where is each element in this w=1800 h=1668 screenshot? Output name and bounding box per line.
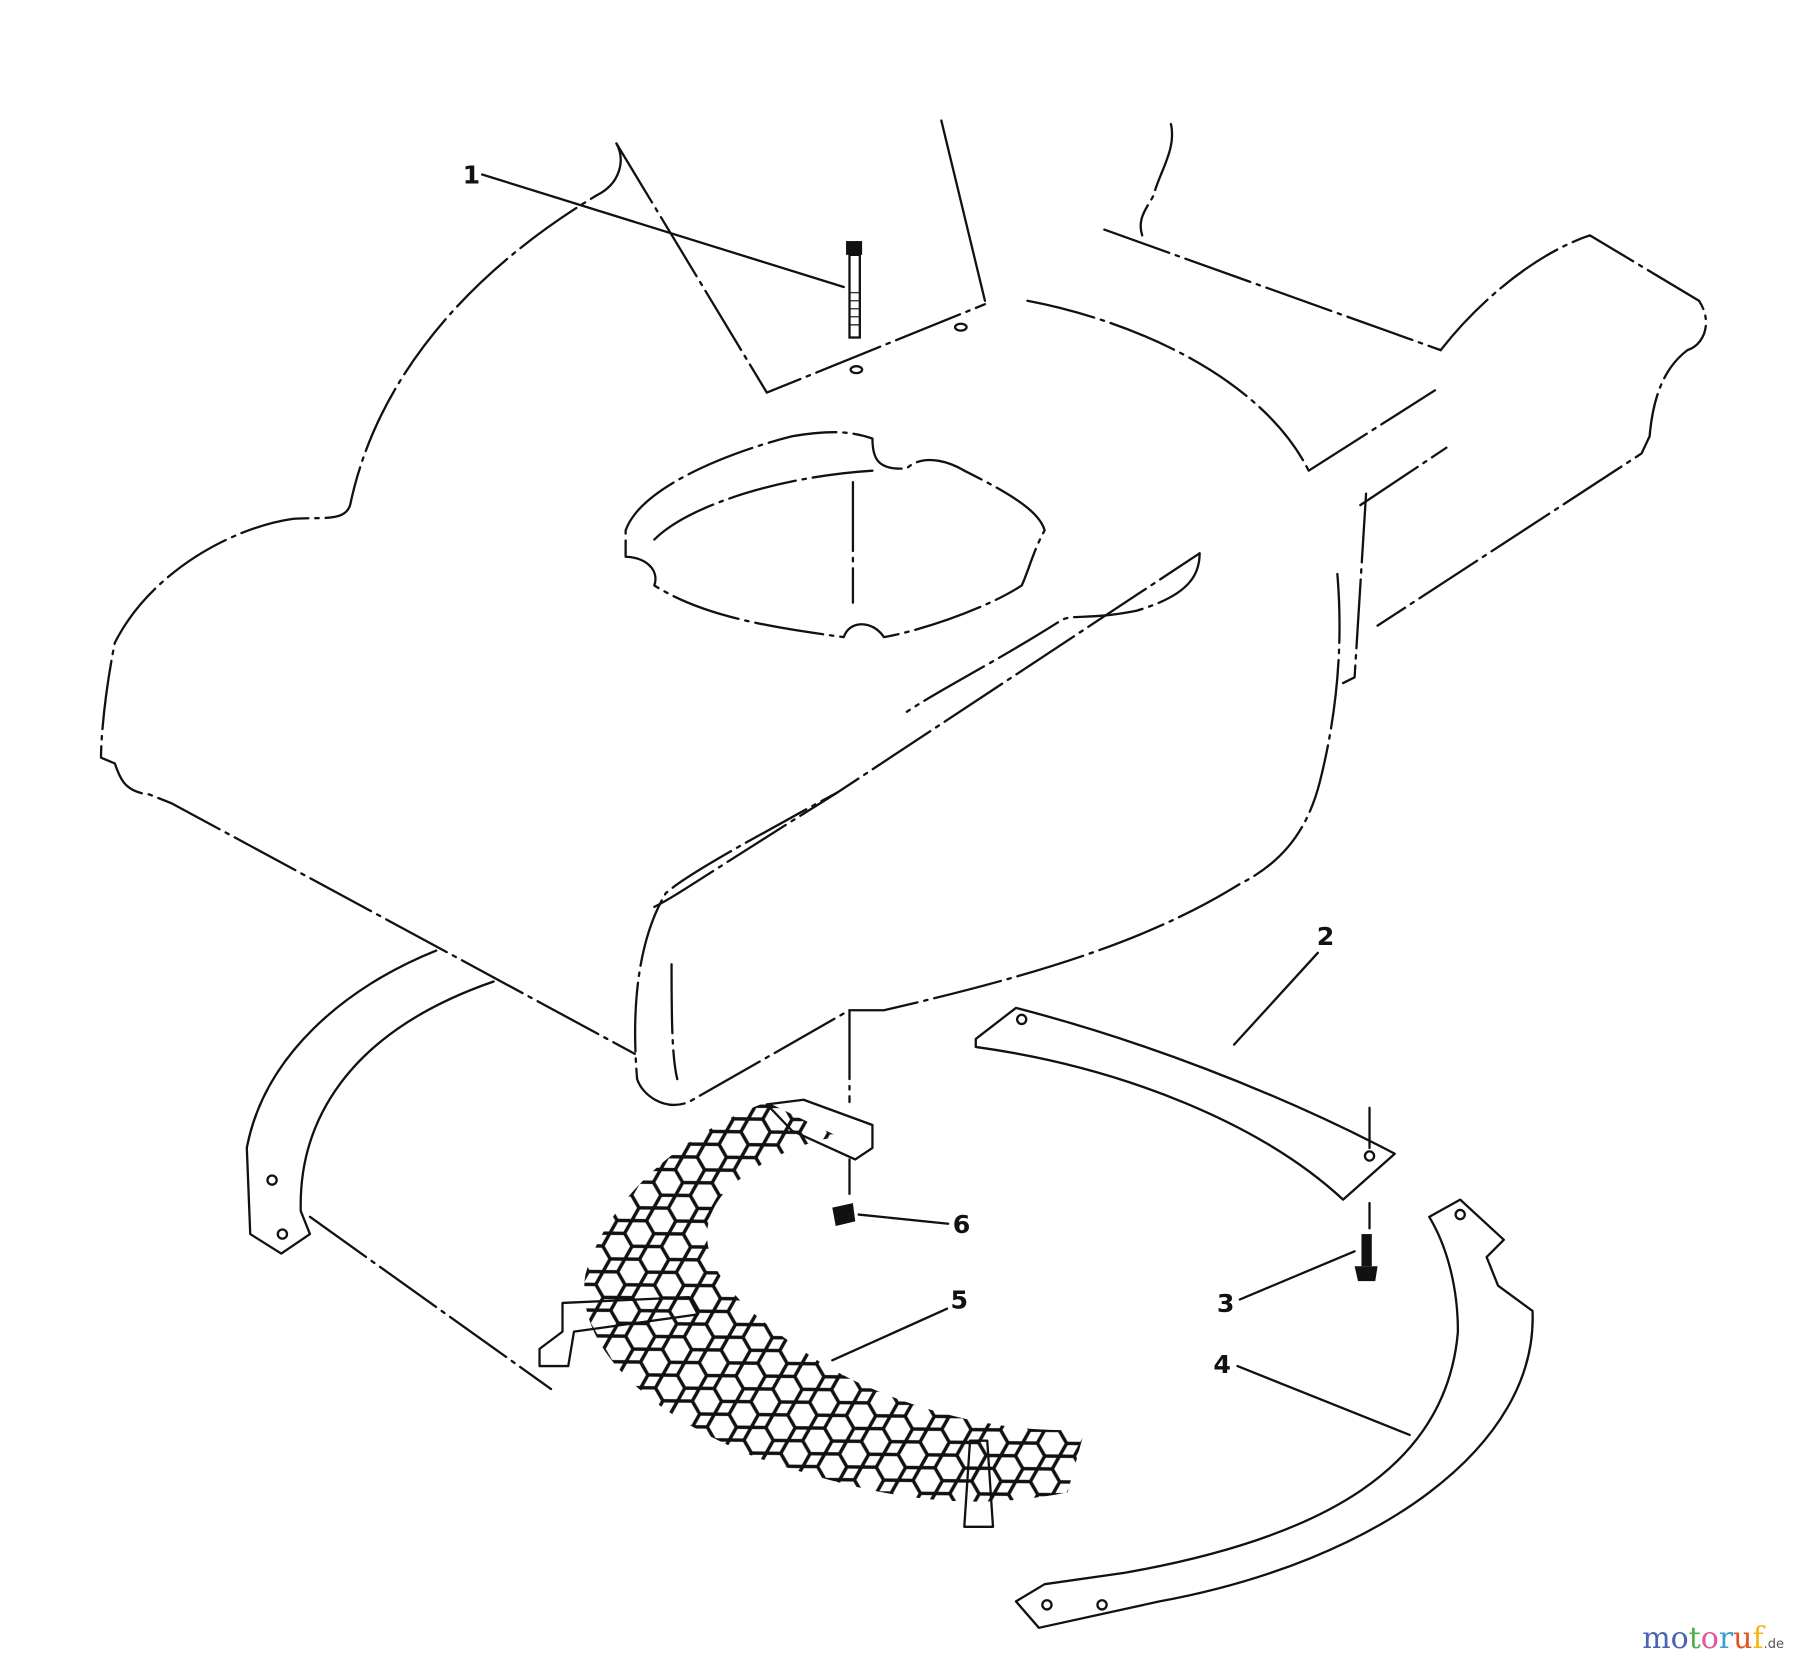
left-skirt bbox=[245, 949, 553, 1391]
flap-part-2 bbox=[974, 1006, 1396, 1230]
callout-2: 2 bbox=[1317, 922, 1335, 951]
nut-part-6 bbox=[832, 1203, 856, 1227]
callout-6: 6 bbox=[953, 1210, 971, 1239]
bolt-part-1 bbox=[846, 241, 968, 375]
callout-3: 3 bbox=[1217, 1289, 1235, 1318]
callout-5: 5 bbox=[951, 1286, 969, 1315]
screw-part-3 bbox=[1354, 1234, 1378, 1282]
mesh-part-5 bbox=[538, 1009, 1085, 1528]
mower-deck bbox=[99, 119, 1708, 1106]
callout-4: 4 bbox=[1213, 1350, 1231, 1379]
watermark-logo: motoruf.de bbox=[1642, 1621, 1784, 1656]
leader-lines bbox=[480, 173, 1411, 1437]
callout-1: 1 bbox=[463, 161, 481, 190]
flap-part-4 bbox=[1014, 1198, 1534, 1629]
